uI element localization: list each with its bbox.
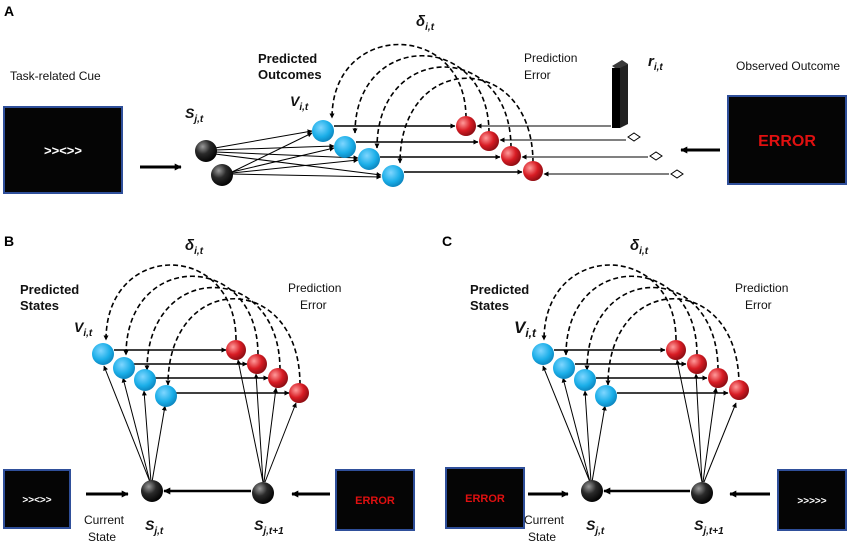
- current-state-var: Sj,t: [145, 517, 164, 537]
- left-screen: [445, 467, 525, 529]
- current-state-label-1: Current: [524, 513, 565, 527]
- pe-node: [687, 354, 707, 374]
- current-state-label-1: Current: [84, 513, 125, 527]
- prediction-error-label-1: Prediction: [735, 281, 788, 295]
- predicted-states-label-1: Predicted: [20, 282, 79, 297]
- state-node: [211, 164, 233, 186]
- prediction-error-label-2: Error: [745, 298, 772, 312]
- value-label: Vi,t: [290, 93, 309, 113]
- value-node: [155, 385, 177, 407]
- value-label: Vi,t: [74, 319, 93, 339]
- pe-node: [268, 368, 288, 388]
- prediction-error-label-2: Error: [300, 298, 327, 312]
- reward-diamond: [627, 132, 641, 142]
- predicted-outcomes-label-2: Outcomes: [258, 67, 322, 82]
- predicted-states-label-2: States: [20, 298, 59, 313]
- pe-node: [226, 340, 246, 360]
- current-state-label-2: State: [528, 530, 556, 544]
- right-screen: [777, 469, 847, 531]
- value-node: [358, 148, 380, 170]
- delta-label: δi,t: [416, 13, 435, 33]
- pe-node: [708, 368, 728, 388]
- pe-node: [523, 161, 543, 181]
- cue-screen: [3, 106, 123, 194]
- right-screen: [335, 469, 415, 531]
- pe-node: [456, 116, 476, 136]
- value-node: [113, 357, 135, 379]
- state-to-value-connections: [103, 365, 167, 483]
- current-state-node: [581, 480, 603, 502]
- value-node: [595, 385, 617, 407]
- next-state-to-pe-connections: [675, 359, 737, 483]
- current-state-label-2: State: [88, 530, 116, 544]
- next-state-var: Sj,t+1: [694, 517, 724, 537]
- prediction-error-label-1: Prediction: [524, 51, 577, 65]
- prediction-error-label-2: Error: [524, 68, 551, 82]
- outcome-screen-text: ERROR: [758, 133, 816, 150]
- value-node: [312, 120, 334, 142]
- panel-c: C Predicted States Vi,t δi,t Prediction …: [442, 233, 847, 544]
- state-to-value-connections: [214, 129, 382, 180]
- next-state-node: [252, 482, 274, 504]
- value-node: [553, 357, 575, 379]
- state-node: [195, 140, 217, 162]
- value-node: [532, 343, 554, 365]
- value-node: [382, 165, 404, 187]
- value-node: [334, 136, 356, 158]
- reward-diamond: [670, 169, 684, 179]
- cue-label: Task-related Cue: [10, 69, 101, 83]
- current-state-node: [141, 480, 163, 502]
- state-to-value-connections: [542, 365, 607, 483]
- observed-outcome-label: Observed Outcome: [736, 59, 840, 73]
- right-screen-text: ERROR: [355, 495, 395, 507]
- left-screen-text: ERROR: [465, 493, 505, 505]
- predicted-states-label-2: States: [470, 298, 509, 313]
- value-to-pe-arrows: [114, 347, 290, 396]
- predicted-outcomes-label-1: Predicted: [258, 51, 317, 66]
- value-node: [134, 369, 156, 391]
- value-node: [92, 343, 114, 365]
- reward-bar: [612, 60, 628, 128]
- pe-feedback-arcs: [329, 43, 534, 164]
- delta-label: δi,t: [630, 237, 649, 257]
- panel-b-letter: B: [4, 233, 14, 249]
- pe-node: [666, 340, 686, 360]
- next-state-to-pe-connections: [236, 359, 297, 483]
- panel-a-letter: A: [4, 3, 14, 19]
- value-to-pe-arrows: [554, 347, 729, 396]
- reward-diamond: [649, 151, 663, 161]
- outcome-screen: [727, 95, 847, 185]
- predicted-states-label-1: Predicted: [470, 282, 529, 297]
- state-label: Sj,t: [185, 105, 204, 125]
- reward-to-pe-arrows: [476, 123, 669, 177]
- panel-c-letter: C: [442, 233, 452, 249]
- value-node: [574, 369, 596, 391]
- panel-b: B Predicted States Vi,t δi,t Prediction …: [3, 233, 415, 544]
- next-state-var: Sj,t+1: [254, 517, 284, 537]
- pe-node: [479, 131, 499, 151]
- prediction-error-label-1: Prediction: [288, 281, 341, 295]
- pe-node: [729, 380, 749, 400]
- delta-label: δi,t: [185, 237, 204, 257]
- right-screen-text: >>>>>: [797, 496, 826, 507]
- cue-screen-text: >><>>: [44, 143, 82, 158]
- panel-a: A Task-related Cue >><>> Sj,t Predicted …: [3, 3, 847, 194]
- pe-feedback-arcs: [541, 264, 740, 386]
- left-screen: [3, 469, 71, 529]
- pe-node: [247, 354, 267, 374]
- left-screen-text: >><>>: [22, 495, 51, 506]
- next-state-node: [691, 482, 713, 504]
- current-state-var: Sj,t: [586, 517, 605, 537]
- reward-label: ri,t: [648, 53, 663, 73]
- pe-node: [501, 146, 521, 166]
- value-label: Vi,t: [514, 318, 537, 340]
- pe-node: [289, 383, 309, 403]
- pe-feedback-arcs: [103, 264, 301, 386]
